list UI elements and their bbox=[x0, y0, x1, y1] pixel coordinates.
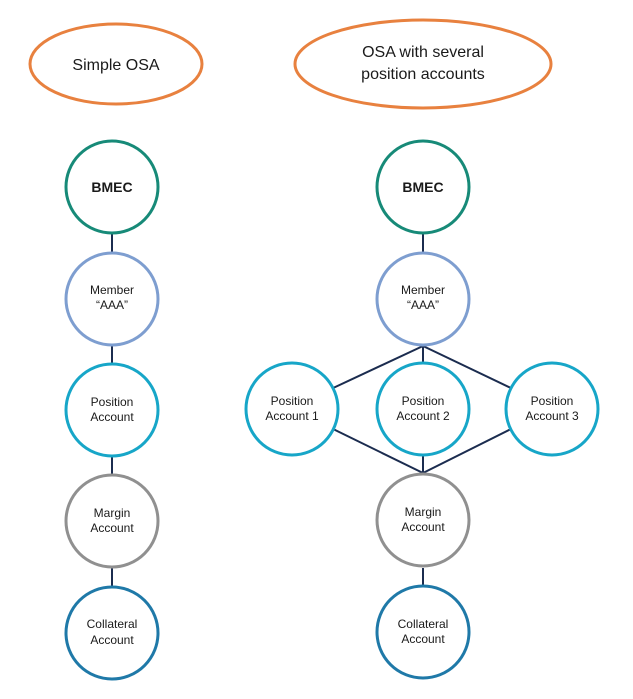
simple-position-label-line1: Position bbox=[91, 395, 134, 409]
several-margin-label-line1: Margin bbox=[405, 505, 442, 519]
several-margin-node: Margin Account bbox=[375, 472, 471, 568]
simple-member-circle bbox=[64, 251, 160, 347]
several-position1-circle bbox=[244, 361, 340, 457]
simple-position-node: Position Account bbox=[64, 362, 160, 458]
several-collateral-node: Collateral Account bbox=[375, 584, 471, 680]
several-position3-node: Position Account 3 bbox=[504, 361, 600, 457]
several-member-label-line2: “AAA” bbox=[407, 298, 439, 312]
several-position3-label-line2: Account 3 bbox=[525, 409, 579, 423]
several-collateral-label-line1: Collateral bbox=[398, 617, 449, 631]
several-position1-label-line2: Account 1 bbox=[265, 409, 319, 423]
several-position2-circle bbox=[375, 361, 471, 457]
several-collateral-circle bbox=[375, 584, 471, 680]
several-bmec-circle bbox=[375, 139, 471, 235]
several-member-circle bbox=[375, 251, 471, 347]
several-margin-label-line2: Account bbox=[401, 520, 445, 534]
several-member-node: Member “AAA” bbox=[375, 251, 471, 347]
simple-position-label-line2: Account bbox=[90, 410, 134, 424]
simple-bmec-circle bbox=[64, 139, 160, 235]
several-osa-title-ellipse bbox=[293, 18, 553, 110]
several-osa-title-line2: position accounts bbox=[361, 66, 485, 83]
several-position1-label-line1: Position bbox=[271, 394, 314, 408]
connector-member-position1 bbox=[330, 345, 424, 390]
several-position2-node: Position Account 2 bbox=[375, 361, 471, 457]
several-member-label-line1: Member bbox=[401, 283, 445, 297]
simple-margin-circle bbox=[64, 473, 160, 569]
several-margin-circle bbox=[375, 472, 471, 568]
simple-osa-title: Simple OSA bbox=[72, 57, 159, 74]
simple-bmec-node: BMEC bbox=[64, 139, 160, 235]
connector-position3-margin bbox=[422, 427, 514, 474]
several-position3-label-line1: Position bbox=[531, 394, 574, 408]
simple-osa-title-ellipse bbox=[28, 22, 204, 106]
simple-bmec-label: BMEC bbox=[91, 179, 132, 195]
simple-collateral-node: Collateral Account bbox=[64, 585, 160, 681]
several-position1-node: Position Account 1 bbox=[244, 361, 340, 457]
connector-position1-margin bbox=[330, 427, 424, 474]
simple-position-circle bbox=[64, 362, 160, 458]
simple-margin-label-line1: Margin bbox=[94, 506, 131, 520]
simple-margin-node: Margin Account bbox=[64, 473, 160, 569]
simple-collateral-label-line2: Account bbox=[90, 633, 134, 647]
connector-member-position3 bbox=[422, 345, 514, 390]
several-osa-title-line1: OSA with several bbox=[362, 44, 484, 61]
simple-member-node: Member “AAA” bbox=[64, 251, 160, 347]
several-position2-label-line1: Position bbox=[402, 394, 445, 408]
simple-collateral-label-line1: Collateral bbox=[87, 617, 138, 631]
simple-margin-label-line2: Account bbox=[90, 521, 134, 535]
several-connectors bbox=[330, 234, 514, 586]
several-bmec-node: BMEC bbox=[375, 139, 471, 235]
simple-member-label-line2: “AAA” bbox=[96, 298, 128, 312]
simple-member-label-line1: Member bbox=[90, 283, 134, 297]
several-bmec-label: BMEC bbox=[402, 179, 443, 195]
several-position2-label-line2: Account 2 bbox=[396, 409, 450, 423]
simple-collateral-circle bbox=[64, 585, 160, 681]
several-position3-circle bbox=[504, 361, 600, 457]
several-collateral-label-line2: Account bbox=[401, 632, 445, 646]
